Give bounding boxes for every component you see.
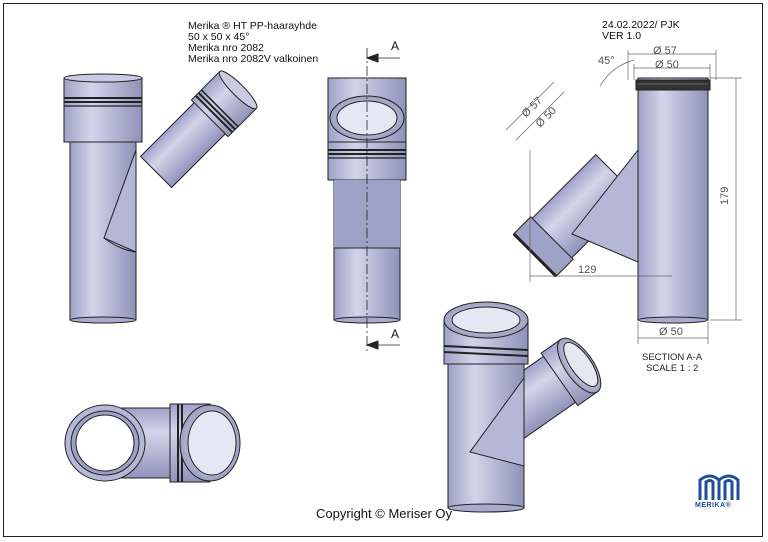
dim-bottom: Ø 50 <box>659 326 683 338</box>
view-top <box>64 403 241 483</box>
view-section-aa <box>512 77 711 324</box>
view-side-middle <box>327 48 407 352</box>
view-front-left <box>63 70 258 324</box>
section-marker-bottom: A <box>391 327 399 341</box>
merika-logo <box>697 474 743 504</box>
dim-width: 129 <box>578 264 596 276</box>
dim-height: 179 <box>719 187 731 205</box>
copyright-text: Copyright © Meriser Oy <box>316 506 452 521</box>
section-scale: SCALE 1 : 2 <box>646 363 698 374</box>
title-line-2: 50 x 50 x 45° <box>188 31 250 43</box>
drawing-frame <box>3 3 763 537</box>
view-iso <box>443 301 602 513</box>
title-line-4: Merika nro 2082V valkoinen <box>188 53 319 65</box>
section-name: SECTION A-A <box>642 352 703 363</box>
dim-top-outer: Ø 57 <box>653 45 677 57</box>
title-line-3: Merika nro 2082 <box>188 42 264 54</box>
revision-version: VER 1.0 <box>602 30 642 42</box>
section-dimensions <box>505 50 742 344</box>
dim-top-inner: Ø 50 <box>655 59 679 71</box>
title-line-1: Merika ® HT PP-haarayhde <box>188 20 317 32</box>
logo-text: MERIKA® <box>695 502 732 509</box>
dim-angle: 45° <box>598 55 615 67</box>
section-marker-top: A <box>391 39 399 53</box>
revision-date: 24.02.2022/ PJK <box>602 19 680 31</box>
